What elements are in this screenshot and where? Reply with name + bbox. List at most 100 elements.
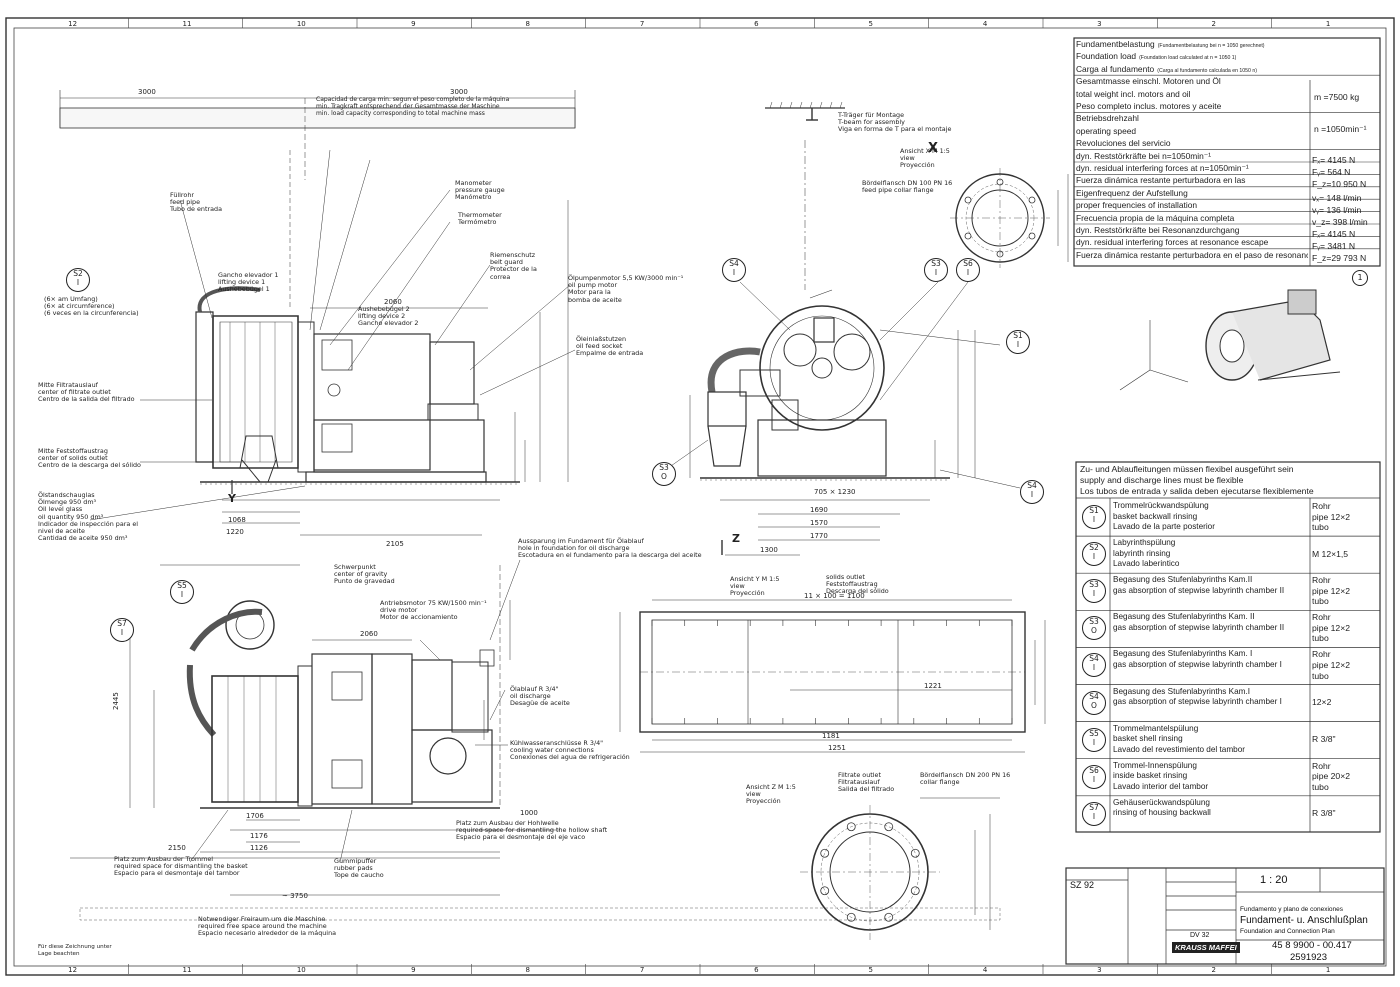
oil-discharge-recess-label: Aussparung im Fundament für Ölablauf hol… <box>518 537 702 560</box>
center-of-gravity-label: Schwerpunkt center of gravity Punto de g… <box>334 563 395 586</box>
oil-drain-label: Ölablauf R 3/4" oil discharge Desagüe de… <box>510 685 570 708</box>
pipe-spec: R 3/8" <box>1312 734 1336 745</box>
zone-number: 10 <box>297 966 306 974</box>
view-z-label: Ansicht Z M 1:5 view Proyección <box>746 783 796 806</box>
dim-3750: ~ 3750 <box>282 892 308 900</box>
drawing-type: SZ 92 <box>1070 880 1095 890</box>
zone-number: 2 <box>1212 20 1216 28</box>
foundation-row: Fuerza dinámica restante perturbadora en… <box>1076 175 1246 186</box>
dim-1570: 1570 <box>810 519 828 527</box>
pipe-description: Begasung des Stufenlabyrinths Kam.II gas… <box>1113 575 1285 595</box>
company-logo: KRAUSS MAFFEI <box>1172 942 1240 953</box>
dim-3000-left: 3000 <box>138 88 156 96</box>
dim-1690: 1690 <box>810 506 828 514</box>
revision-mark: 1 <box>1352 270 1368 286</box>
pipe-description: Trommelmantelspülung basket shell rinsin… <box>1113 723 1245 754</box>
foundation-table-frame <box>1073 37 1381 267</box>
dim-1770: 1770 <box>810 532 828 540</box>
force-z-value: F_z=10 950 N <box>1312 179 1367 189</box>
zone-number: 12 <box>68 966 77 974</box>
dim-705: 705 × 1230 <box>814 488 856 496</box>
zone-number: 10 <box>297 20 306 28</box>
dimension-texts: 3000 3000 2060 2105 1068 1220 2150 1706 … <box>112 88 942 900</box>
title-block-frame <box>1065 867 1385 965</box>
zone-number: 3 <box>1097 966 1101 974</box>
zone-number: 8 <box>526 20 530 28</box>
zone-number: 12 <box>68 20 77 28</box>
zone-number: 6 <box>754 966 759 974</box>
foundation-row: total weight incl. motors and oil <box>1076 88 1191 99</box>
lifting-device-1-label: Gancho elevador 1 lifting device 1 Aushe… <box>218 271 279 294</box>
footnote: Für diese Zeichnung unter Lage beachten <box>38 944 112 958</box>
plan-view-bottom <box>70 559 1001 921</box>
circumference-label: (6× am Umfang) (6× at circumference) (6 … <box>44 295 139 318</box>
thermometer-label: Thermometer Termómetro <box>458 211 502 227</box>
hollow-shaft-space-label: Platz zum Ausbau der Hohlwelle required … <box>456 819 608 842</box>
dim-1126: 1126 <box>250 844 268 852</box>
foundation-row: Carga al fundamento(Carga al fundamento … <box>1076 63 1257 74</box>
belt-guard-label: Riemenschutz belt guard Protector de la … <box>490 251 537 281</box>
freq-y-value: vᵧ= 136 l/min <box>1312 205 1362 215</box>
t-beam-label: T-Träger für Montage T-beam for assembly… <box>838 111 952 134</box>
zone-number: 11 <box>183 966 192 974</box>
foundation-row: Revoluciones del servicio <box>1076 138 1171 149</box>
solids-center-label: Mitte Feststoffaustrag center of solids … <box>38 447 141 470</box>
dim-1221: 1221 <box>924 682 942 690</box>
view-x-label: Ansicht X M 1:5 view Proyección <box>900 147 950 170</box>
dim-1176: 1176 <box>250 832 268 840</box>
dim-1251: 1251 <box>828 744 846 752</box>
force-y-value: Fᵧ= 564 N <box>1312 167 1351 177</box>
view-z-flange <box>800 797 1000 940</box>
side-view-top <box>59 90 576 536</box>
lifting-device-2-label: Aushebebügel 2 lifting device 2 Gancho e… <box>358 305 419 328</box>
foundation-row: Eigenfrequenz der Aufstellung <box>1076 187 1188 198</box>
freq-z-value: v_z= 398 l/min <box>1312 217 1368 227</box>
dim-1000: 1000 <box>520 809 538 817</box>
dim-2150: 2150 <box>168 844 186 852</box>
pipe-spec: 12×2 <box>1312 697 1332 708</box>
pipe-description: Labyrinthspülung labyrinth rinsing Lavad… <box>1113 538 1180 569</box>
foundation-row: Peso completo inclus. motores y aceite <box>1076 101 1222 111</box>
dim-1706: 1706 <box>246 812 264 820</box>
dim-1181: 1181 <box>822 732 840 740</box>
foundation-row: Frecuencia propia de la máquina completa <box>1076 212 1235 223</box>
collar-flange-200-label: Bördelflansch DN 200 PN 16 collar flange <box>920 771 1011 787</box>
rubber-pads-label: Gummipuffer rubber pads Tope de caucho <box>334 857 384 880</box>
foundation-row: Gesamtmasse einschl. Motoren und Öl <box>1076 76 1221 87</box>
foundation-row: dyn. Reststörkräfte bei Resonanzdurchgan… <box>1076 225 1240 235</box>
zone-number: 5 <box>869 966 873 974</box>
title-en: Foundation and Connection Plan <box>1240 928 1335 935</box>
filtrate-center-label: Mitte Filtratauslauf center of filtrate … <box>38 381 135 404</box>
dim-2105: 2105 <box>386 540 404 548</box>
collar-flange-100-label: Bördelflansch DN 100 PN 16 feed pipe col… <box>862 179 953 195</box>
dim-grid: 11 × 100 = 1100 <box>804 592 865 600</box>
solids-outlet-label: solids outlet Feststoffaustrag Descarga … <box>826 573 889 596</box>
foundation-row: dyn. residual interfering forces at n=10… <box>1076 163 1249 173</box>
foundation-row: dyn. Reststörkräfte bei n=1050min⁻¹ <box>1076 150 1211 161</box>
res-force-z-value: F_z=29 793 N <box>1312 253 1367 263</box>
view-y-label: Ansicht Y M 1:5 view Proyección <box>730 575 780 598</box>
pipe-description: Trommel-Innenspülung inside basket rinsi… <box>1113 760 1209 791</box>
foundation-row: Foundation load(Foundation load calculat… <box>1076 51 1237 62</box>
front-view <box>667 101 1021 556</box>
dim-1220: 1220 <box>226 528 244 536</box>
zone-number: 11 <box>183 20 192 28</box>
oil-pump-label: Ölpumpenmotor 5,5 KW/3000 min⁻¹ oil pump… <box>568 274 684 304</box>
force-x-value: Fₓ= 4145 N <box>1312 155 1356 165</box>
isometric-sketch <box>1119 289 1341 391</box>
foundation-row: dyn. residual interfering forces at reso… <box>1076 237 1269 248</box>
zone-number: 4 <box>983 966 988 974</box>
foundation-row: operating speed <box>1076 125 1137 136</box>
